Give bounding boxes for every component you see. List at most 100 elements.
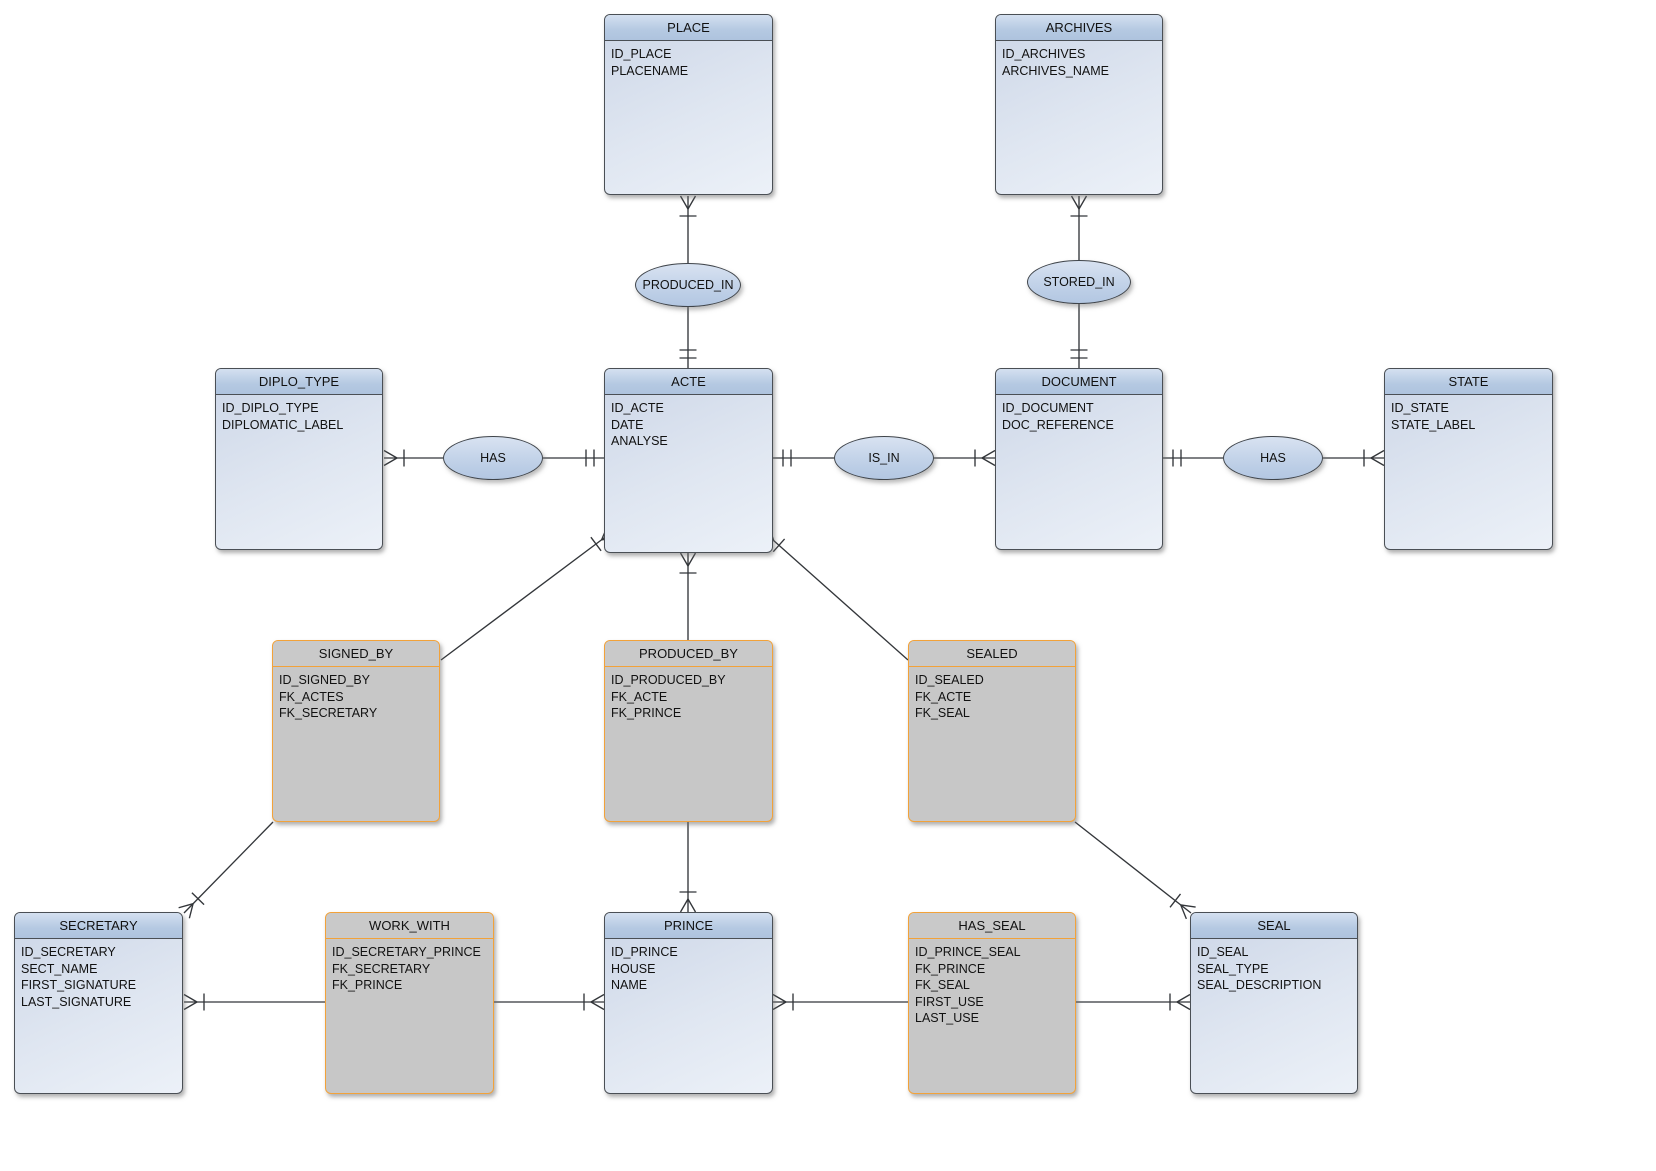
attribute-row: ARCHIVES_NAME xyxy=(1002,63,1109,78)
relationship-has_2[interactable]: HAS xyxy=(1223,436,1323,480)
attribute-row: FK_SECRETARY xyxy=(279,706,378,720)
entity-title: PRINCE xyxy=(605,913,772,939)
attribute-row: FK_SEAL xyxy=(915,706,970,720)
entity-title: ARCHIVES xyxy=(996,15,1162,41)
attribute-row: PLACENAME xyxy=(611,63,689,78)
connector-acte-is_in xyxy=(773,449,834,467)
entity-state[interactable]: STATE ID_STATE STATE_LABEL xyxy=(1384,368,1553,550)
attribute-row: HOUSE xyxy=(611,961,656,976)
entity-title: PLACE xyxy=(605,15,772,41)
attribute-row: ID_PRODUCED_BY xyxy=(611,673,726,687)
entity-title: DIPLO_TYPE xyxy=(216,369,382,395)
connector-acte-sealed xyxy=(758,526,909,661)
attribute-row: FK_SECRETARY xyxy=(332,961,431,976)
connector-diplo_type-has xyxy=(383,449,443,467)
association-work_with[interactable]: WORK_WITH ID_SECRETARY_PRINCE FK_SECRETARY… xyxy=(325,912,494,1094)
attribute-row: ID_DOCUMENT xyxy=(1002,401,1094,415)
connector-acte-produced_by xyxy=(679,552,697,640)
attribute-row: ID_SECRETARY xyxy=(21,945,116,959)
connector-place-produced_in xyxy=(679,195,697,263)
relationship-label: HAS xyxy=(480,451,506,465)
attribute-row: SEAL_DESCRIPTION xyxy=(1197,978,1322,992)
attribute-row: SEAL_TYPE xyxy=(1197,961,1269,976)
entity-title: DOCUMENT xyxy=(996,369,1162,395)
attribute-row: ID_PRINCE xyxy=(611,945,678,959)
attribute-row: ID_PLACE xyxy=(611,47,672,61)
attribute-row: DOC_REFERENCE xyxy=(1002,417,1114,432)
attribute-row: STATE_LABEL xyxy=(1391,417,1476,432)
attribute-row: ID_ACTE xyxy=(611,401,664,415)
entity-attributes: ID_ACTE DATE ANALYSE xyxy=(605,395,772,455)
connector-seal-sealed xyxy=(1074,821,1196,920)
attribute-row: LAST_USE xyxy=(915,1011,979,1025)
attribute-row: FK_PRINCE xyxy=(915,961,986,976)
entity-attributes: ID_ARCHIVES ARCHIVES_NAME xyxy=(996,41,1162,84)
relationship-produced_in[interactable]: PRODUCED_IN xyxy=(635,263,741,307)
relationship-is_in[interactable]: IS_IN xyxy=(834,436,934,480)
attribute-row: FIRST_SIGNATURE xyxy=(21,978,137,992)
entity-place[interactable]: PLACE ID_PLACE PLACENAME xyxy=(604,14,773,195)
entity-archives[interactable]: ARCHIVES ID_ARCHIVES ARCHIVES_NAME xyxy=(995,14,1163,195)
entity-attributes: ID_STATE STATE_LABEL xyxy=(1385,395,1552,438)
entity-title: SIGNED_BY xyxy=(273,641,439,667)
attribute-row: ID_SEALED xyxy=(915,673,984,687)
attribute-row: FK_PRINCE xyxy=(611,706,682,720)
attribute-row: FK_ACTE xyxy=(915,689,972,704)
connector-acte-signed_by xyxy=(440,525,617,661)
attribute-row: SECT_NAME xyxy=(21,961,98,976)
relationship-label: HAS xyxy=(1260,451,1286,465)
attribute-row: FIRST_USE xyxy=(915,994,984,1009)
attribute-row: ID_ARCHIVES xyxy=(1002,47,1086,61)
relationship-label: STORED_IN xyxy=(1043,275,1115,289)
attribute-row: FK_PRINCE xyxy=(332,978,403,992)
entity-title: WORK_WITH xyxy=(326,913,493,939)
relationship-label: IS_IN xyxy=(868,451,900,465)
connector-document-is_in xyxy=(934,449,996,467)
entity-attributes: ID_PLACE PLACENAME xyxy=(605,41,772,84)
entity-attributes: ID_SEALED FK_ACTE FK_SEAL xyxy=(909,667,1075,727)
entity-attributes: ID_SECRETARY_PRINCE FK_SECRETARY FK_PRINCE xyxy=(326,939,493,999)
attribute-row: NAME xyxy=(611,978,648,992)
attribute-row: DIPLOMATIC_LABEL xyxy=(222,417,344,432)
association-signed_by[interactable]: SIGNED_BY ID_SIGNED_BY FK_ACTES FK_SECRETAR… xyxy=(272,640,440,822)
attribute-row: ANALYSE xyxy=(611,434,668,448)
attribute-row: LAST_SIGNATURE xyxy=(21,994,132,1009)
connector-secretary-work_with xyxy=(183,993,325,1011)
entity-attributes: ID_PRINCE HOUSE NAME xyxy=(605,939,772,999)
entity-acte[interactable]: ACTE ID_ACTE DATE ANALYSE xyxy=(604,368,773,553)
attribute-row: DATE xyxy=(611,417,644,432)
entity-title: HAS_SEAL xyxy=(909,913,1075,939)
connector-prince-work_with xyxy=(494,993,605,1011)
attribute-row: ID_SIGNED_BY xyxy=(279,673,371,687)
attribute-row: ID_STATE xyxy=(1391,401,1449,415)
entity-prince[interactable]: PRINCE ID_PRINCE HOUSE NAME xyxy=(604,912,773,1094)
connector-archives-stored_in xyxy=(1070,195,1088,260)
entity-title: STATE xyxy=(1385,369,1552,395)
relationship-stored_in[interactable]: STORED_IN xyxy=(1027,260,1131,304)
attribute-row: ID_SECRETARY_PRINCE xyxy=(332,945,481,959)
attribute-row: ID_PRINCE_SEAL xyxy=(915,945,1021,959)
attribute-row: FK_ACTES xyxy=(279,689,344,704)
connector-prince-has_seal xyxy=(772,993,908,1011)
connector-state-has xyxy=(1323,449,1385,467)
connector-document-has xyxy=(1163,449,1223,467)
entity-title: ACTE xyxy=(605,369,772,395)
entity-seal[interactable]: SEAL ID_SEAL SEAL_TYPE SEAL_DESCRIPTION xyxy=(1190,912,1358,1094)
attribute-row: ID_SEAL xyxy=(1197,945,1249,959)
entity-document[interactable]: DOCUMENT ID_DOCUMENT DOC_REFERENCE xyxy=(995,368,1163,550)
relationship-label: PRODUCED_IN xyxy=(642,278,734,292)
entity-attributes: ID_SECRETARY SECT_NAME FIRST_SIGNATURE LAST… xyxy=(15,939,182,1015)
connector-acte-has xyxy=(543,449,604,467)
connector-secretary-signed_by xyxy=(178,821,274,919)
relationship-has_1[interactable]: HAS xyxy=(443,436,543,480)
entity-title: SEAL xyxy=(1191,913,1357,939)
